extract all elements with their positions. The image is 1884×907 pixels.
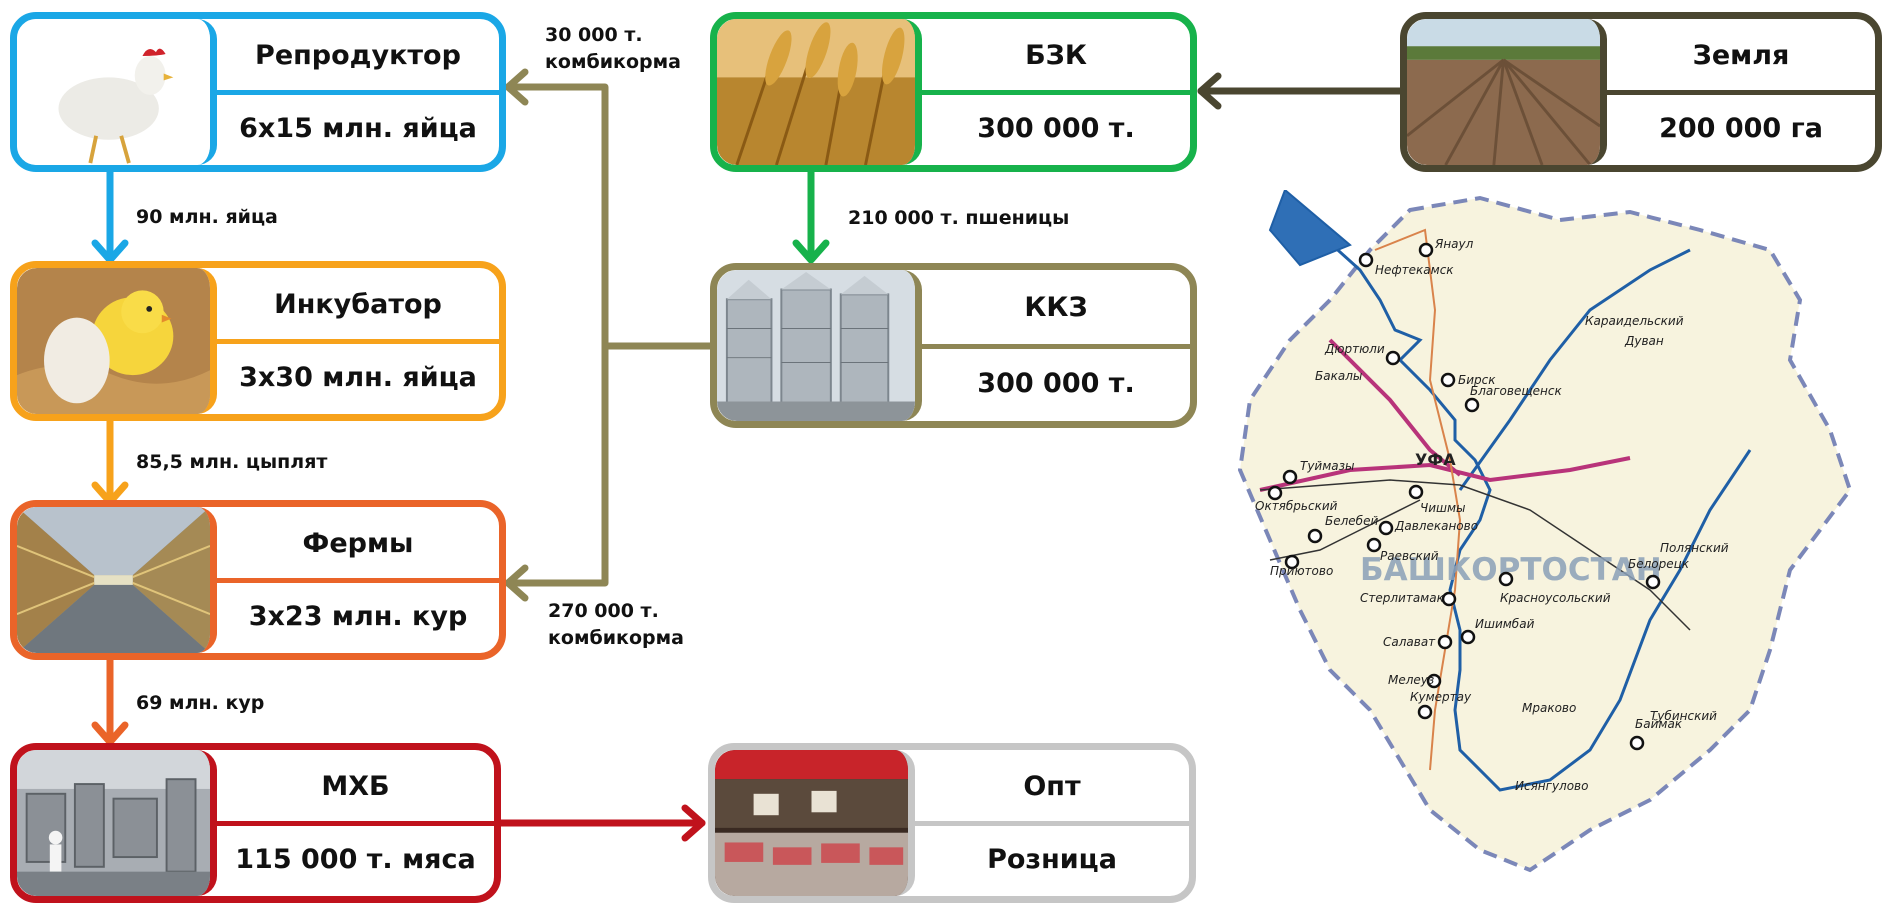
- birds-flow-label: 69 млн. кур: [136, 692, 265, 714]
- feed-to-farms-line: [504, 342, 609, 587]
- map-city: Белебей: [1325, 514, 1378, 528]
- node-title: Инкубатор: [274, 289, 442, 320]
- map-city: Исянгулово: [1515, 779, 1588, 793]
- map-city: Давлеканово: [1394, 519, 1478, 533]
- reproductor-node: Репродуктор 6х15 млн. яйца: [10, 12, 506, 172]
- map-city: Бакалы: [1315, 369, 1362, 383]
- feed-to-reproductor-label: 30 000 т. комбикорма: [545, 22, 681, 76]
- node-divider: [217, 821, 494, 826]
- field-photo: [1407, 19, 1607, 165]
- node-divider: [217, 90, 499, 95]
- birds-flow-arrowhead: [91, 721, 129, 746]
- node-title: БЗК: [1025, 40, 1087, 71]
- wheat-flow-arrowhead: [792, 239, 830, 264]
- feed-to-reproductor-amount: 30 000 т.: [545, 24, 643, 46]
- node-value: 300 000 т.: [977, 113, 1135, 144]
- map-city: Мраково: [1522, 701, 1576, 715]
- feed-to-farms-unit: комбикорма: [548, 627, 684, 649]
- river: [1458, 248, 1691, 491]
- railway: [1328, 338, 1462, 477]
- node-value: Розница: [987, 844, 1117, 875]
- node-divider: [922, 343, 1190, 349]
- map-city: Полянский: [1660, 541, 1729, 555]
- bzk-node: БЗК 300 000 т.: [710, 12, 1197, 172]
- map-city: Красноусольский: [1500, 591, 1611, 605]
- node-value: 6х15 млн. яйца: [239, 113, 477, 144]
- eggs-flow-arrowhead: [91, 239, 129, 264]
- map-city: Благовещенск: [1470, 384, 1562, 398]
- node-divider: [217, 339, 499, 344]
- eggs-flow-label: 90 млн. яйца: [136, 206, 278, 228]
- node-divider: [922, 90, 1190, 95]
- river: [1268, 190, 1352, 267]
- river: [1308, 223, 1752, 792]
- node-title: Опт: [1023, 771, 1081, 802]
- map-city: Раевский: [1380, 549, 1439, 563]
- grain-silos-photo: [717, 270, 922, 421]
- node-value: 115 000 т. мяса: [235, 844, 476, 875]
- zemlya-node: Земля 200 000 га: [1400, 12, 1882, 172]
- feed-to-reproductor-arrowhead: [504, 68, 529, 106]
- poultry-house-photo: [17, 507, 217, 653]
- wheat-flow-label: 210 000 т. пшеницы: [848, 207, 1070, 229]
- road: [1269, 499, 1421, 561]
- node-value: 3х30 млн. яйца: [239, 362, 477, 393]
- feed-to-reproductor-unit: комбикорма: [545, 51, 681, 73]
- node-divider: [217, 578, 499, 583]
- feed-to-farms-label: 270 000 т. комбикорма: [548, 598, 684, 652]
- map-city: Бирск: [1458, 373, 1496, 387]
- processing-plant-photo: [17, 750, 217, 896]
- map-city: Караидельский: [1585, 314, 1684, 328]
- node-title: Земля: [1692, 40, 1790, 71]
- map-city: Нефтекамск: [1375, 263, 1454, 277]
- chicks-flow-label: 85,5 млн. цыплят: [136, 451, 328, 473]
- map-city: Дуван: [1624, 334, 1664, 348]
- node-divider: [915, 821, 1189, 826]
- mkhb-node: МХБ 115 000 т. мяса: [10, 743, 501, 903]
- map-city: Янаул: [1434, 237, 1474, 251]
- map-city: Баймак: [1635, 717, 1683, 731]
- opt-node: Опт Розница: [708, 743, 1196, 903]
- map-city: Ишимбай: [1475, 617, 1535, 631]
- feed-flow-line: [504, 83, 714, 350]
- node-title: МХБ: [321, 771, 390, 802]
- supermarket-photo: [715, 750, 915, 896]
- map-city: Салават: [1383, 635, 1436, 649]
- node-title: Репродуктор: [255, 40, 461, 71]
- map-city: Мелеуз: [1388, 673, 1434, 687]
- wheat-photo: [717, 19, 922, 165]
- node-title: Фермы: [302, 528, 414, 559]
- chicken-photo: [17, 19, 217, 165]
- chick-egg-photo: [17, 268, 217, 414]
- road: [1259, 479, 1691, 631]
- map-city: Приютово: [1270, 564, 1333, 578]
- map-city: Туймазы: [1300, 459, 1355, 473]
- node-value: 3х23 млн. кур: [248, 601, 468, 632]
- node-value: 300 000 т.: [977, 367, 1135, 399]
- map-city: Чишмы: [1420, 501, 1466, 515]
- node-title: ККЗ: [1024, 292, 1088, 324]
- meat-flow-arrowhead: [681, 804, 706, 842]
- feed-to-farms-arrowhead: [504, 564, 529, 602]
- map-city: Тубинский: [1650, 709, 1717, 723]
- map-city: Дюртюли: [1324, 342, 1385, 356]
- feed-to-farms-amount: 270 000 т.: [548, 600, 659, 622]
- map-city: Октябрьский: [1255, 499, 1338, 513]
- map-city: Белорецк: [1628, 557, 1690, 571]
- node-divider: [1607, 90, 1875, 95]
- bashkortostan-map: БАШКОРТОСТАН УФА Янаул Нефтекамск Караид…: [1237, 190, 1853, 873]
- region-shape: [1237, 195, 1853, 873]
- map-city: Стерлитамак: [1360, 591, 1445, 605]
- map-city: Кумертау: [1410, 690, 1472, 704]
- kkz-node: ККЗ 300 000 т.: [710, 263, 1197, 428]
- farms-node: Фермы 3х23 млн. кур: [10, 500, 506, 660]
- map-capital-label: УФА: [1415, 450, 1456, 469]
- incubator-node: Инкубатор 3х30 млн. яйца: [10, 261, 506, 421]
- node-value: 200 000 га: [1659, 113, 1823, 144]
- land-flow-arrowhead: [1197, 72, 1222, 110]
